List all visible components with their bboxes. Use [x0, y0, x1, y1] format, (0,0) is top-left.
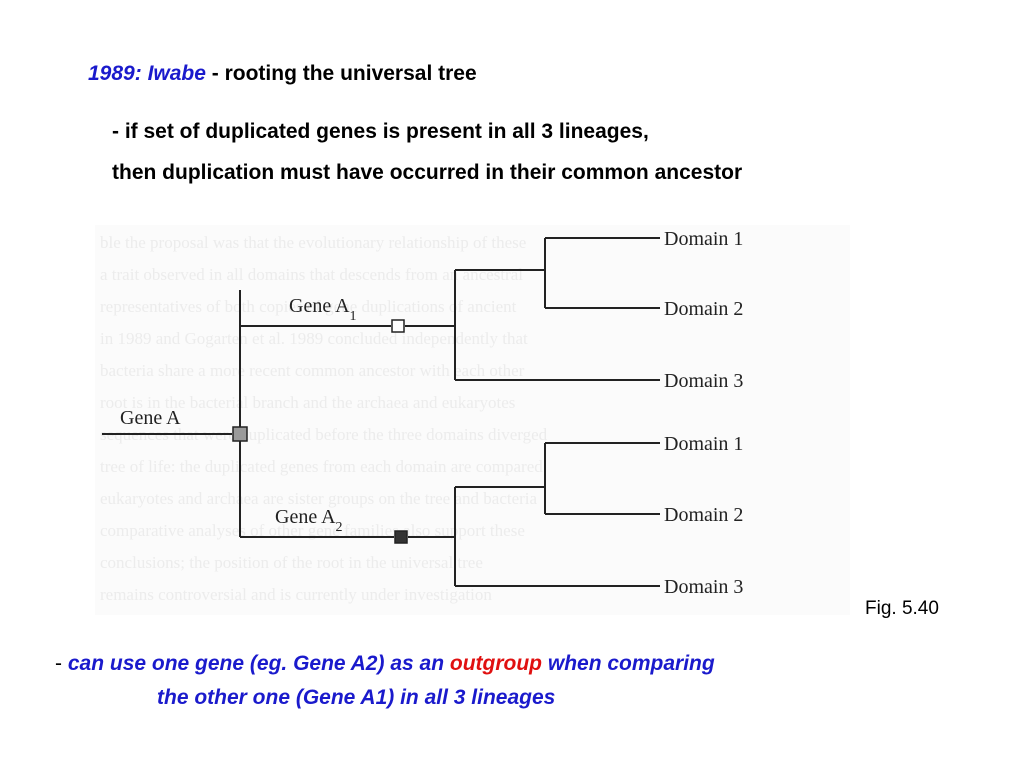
lower-domain-1-label: Domain 1 [664, 433, 743, 455]
point-line-2: then duplication must have occurred in t… [112, 161, 743, 184]
gene-a1-label: Gene A1 [289, 295, 357, 324]
svg-text:root is in the bacterial branc: root is in the bacterial branch and the … [100, 393, 515, 412]
point-line-1: - if set of duplicated genes is present … [112, 120, 649, 143]
gene-a2-node [394, 530, 408, 544]
root-duplication-node [232, 426, 248, 442]
upper-domain-1-label: Domain 1 [664, 228, 743, 250]
svg-text:conclusions; the position of t: conclusions; the position of the root in… [100, 553, 483, 572]
svg-text:remains controversial and is c: remains controversial and is currently u… [100, 585, 492, 604]
gene-a1-node [391, 319, 405, 333]
root-gene-label: Gene A [120, 407, 181, 429]
outgroup-highlight: outgroup [449, 652, 543, 675]
note-dash: - [55, 652, 62, 675]
svg-text:ble the proposal was that the: ble the proposal was that the evolutiona… [100, 233, 526, 252]
scan-background: ble the proposal was that the evolutiona… [95, 225, 850, 615]
title-author: Iwabe [147, 62, 206, 85]
svg-text:bacteria share a more recent c: bacteria share a more recent common ance… [100, 361, 525, 380]
tree-branches [102, 237, 660, 587]
title-year: 1989: [88, 62, 142, 85]
svg-text:comparative analyses of other: comparative analyses of other gene famil… [100, 521, 525, 540]
lower-domain-2-label: Domain 2 [664, 504, 743, 526]
svg-text:tree of life: the duplicated g: tree of life: the duplicated genes from … [100, 457, 543, 476]
note-part-2: when comparing [547, 652, 715, 675]
title-rest: - rooting the universal tree [211, 62, 477, 85]
svg-text:representatives of both copies: representatives of both copies of gene d… [100, 297, 517, 316]
upper-domain-2-label: Domain 2 [664, 298, 743, 320]
note-line-2: the other one (Gene A1) in all 3 lineage… [157, 686, 556, 709]
lower-domain-3-label: Domain 3 [664, 576, 743, 598]
figure-caption: Fig. 5.40 [865, 598, 939, 619]
note-line-1: - can use one gene (eg. Gene A2) as an o… [55, 652, 715, 676]
svg-text:sequences that were duplicated: sequences that were duplicated before th… [100, 425, 548, 444]
svg-text:in 1989 and Gogarten et al. 19: in 1989 and Gogarten et al. 1989 conclud… [100, 329, 528, 348]
svg-text:eukaryotes and archaea are sis: eukaryotes and archaea are sister groups… [100, 489, 538, 508]
slide-title: 1989: Iwabe - rooting the universal tree [88, 62, 477, 86]
upper-domain-3-label: Domain 3 [664, 370, 743, 392]
gene-a2-label: Gene A2 [275, 506, 343, 535]
svg-text:a trait observed in all domain: a trait observed in all domains that des… [100, 265, 523, 284]
note-part-1: can use one gene (eg. Gene A2) as an [67, 652, 445, 675]
